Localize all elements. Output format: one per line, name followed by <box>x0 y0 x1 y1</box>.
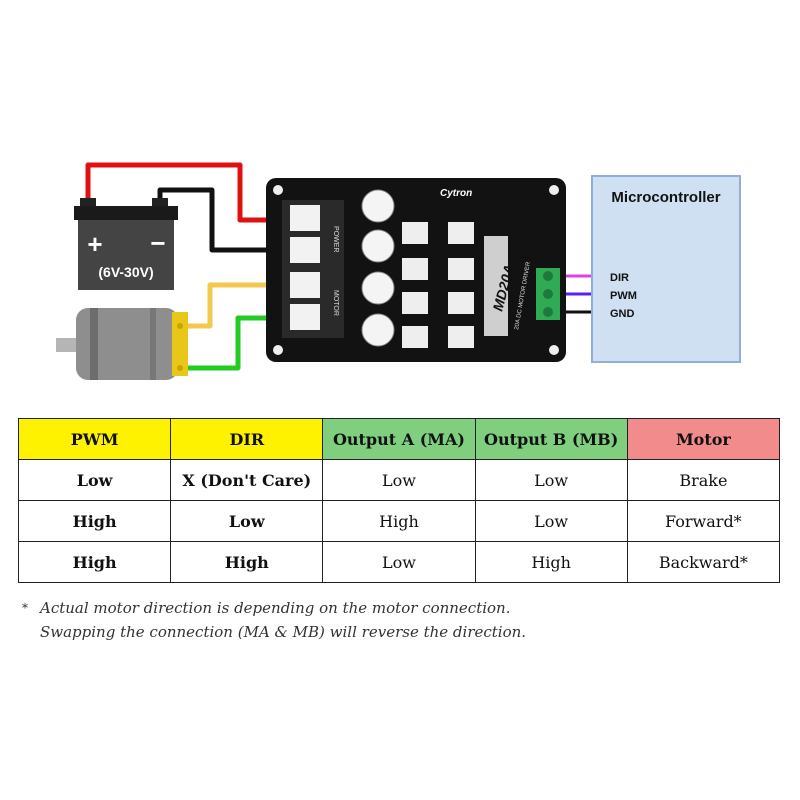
header-pwm: PWM <box>17 418 172 460</box>
footnote: * Actual motor direction is depending on… <box>18 596 718 644</box>
cell-motor: Brake <box>626 459 781 501</box>
battery-plus-sign: + <box>87 229 102 259</box>
capacitors <box>361 189 395 347</box>
board-brand-label: Cytron <box>440 188 472 199</box>
table-row: High High Low High Backward* <box>17 541 781 583</box>
footnote-asterisk: * <box>22 601 28 615</box>
cell-output-b: Low <box>474 459 628 501</box>
cell-motor: Forward* <box>626 500 781 542</box>
motor-driver-board: POWER MOTOR Cytron MD20A 20A DC MOTOR DR… <box>266 178 566 362</box>
cell-dir: Low <box>170 500 324 542</box>
negative-wire <box>157 187 290 253</box>
microcontroller-title: Microcontroller <box>611 189 720 206</box>
positive-wire <box>85 162 290 223</box>
cell-pwm: High <box>17 541 172 583</box>
motor-wire-a <box>188 282 290 329</box>
header-motor: Motor <box>626 418 781 460</box>
microcontroller-box: Microcontroller DIR PWM GND <box>591 175 741 363</box>
table-row: High Low High Low Forward* <box>17 500 781 542</box>
cell-output-b: High <box>474 541 628 583</box>
cell-pwm: High <box>17 500 172 542</box>
footnote-line-1: Actual motor direction is depending on t… <box>40 599 511 617</box>
mcu-pin-gnd: GND <box>610 308 635 320</box>
motor-wire-b <box>188 315 290 371</box>
wiring-diagram: + − (6V-30V) POWER MOTOR <box>56 162 741 380</box>
header-output-a: Output A (MA) <box>322 418 476 460</box>
cell-motor: Backward* <box>626 541 781 583</box>
wires <box>85 162 605 371</box>
cell-dir: High <box>170 541 324 583</box>
board-motor-label: MOTOR <box>332 290 339 316</box>
dc-motor <box>56 308 188 380</box>
board-power-label: POWER <box>332 226 339 252</box>
header-output-b: Output B (MB) <box>474 418 628 460</box>
truth-table: PWM DIR Output A (MA) Output B (MB) Moto… <box>17 418 781 583</box>
battery-voltage-label: (6V-30V) <box>98 264 153 280</box>
header-dir: DIR <box>170 418 324 460</box>
battery: + − (6V-30V) <box>74 198 178 290</box>
mcu-pin-dir: DIR <box>610 272 629 284</box>
mosfets <box>402 222 474 348</box>
table-row: Low X (Don't Care) Low Low Brake <box>17 459 781 501</box>
cell-output-a: Low <box>322 459 476 501</box>
cell-output-a: High <box>322 500 476 542</box>
cell-pwm: Low <box>17 459 172 501</box>
cell-output-a: Low <box>322 541 476 583</box>
power-terminal-block <box>282 200 344 338</box>
signal-terminal-block <box>536 268 560 320</box>
cell-output-b: Low <box>474 500 628 542</box>
battery-minus-sign: − <box>150 228 165 258</box>
footnote-line-2: Swapping the connection (MA & MB) will r… <box>40 623 527 641</box>
mcu-pin-pwm: PWM <box>610 290 637 302</box>
truth-table-header-row: PWM DIR Output A (MA) Output B (MB) Moto… <box>17 418 781 460</box>
cell-dir: X (Don't Care) <box>170 459 324 501</box>
